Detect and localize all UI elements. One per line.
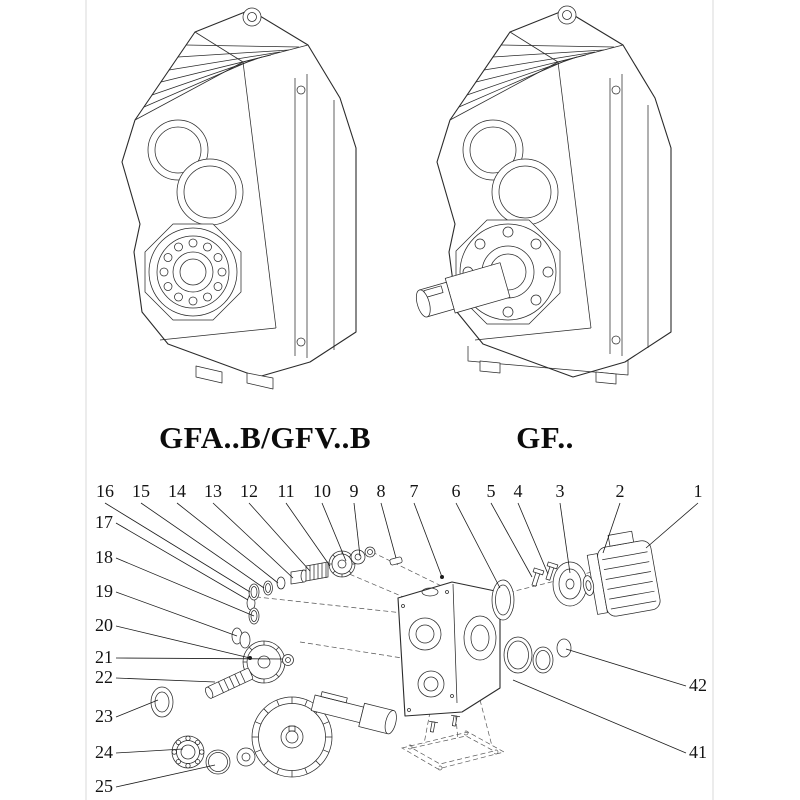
part-callout-15: 15 <box>132 481 150 501</box>
part-callout-2: 2 <box>616 481 625 501</box>
part-retaining-rings <box>503 636 572 674</box>
part-callout-6: 6 <box>452 481 461 501</box>
cooling-ribs <box>143 44 300 108</box>
model-label-gf: GF.. <box>516 420 574 455</box>
part-callout-22: 22 <box>95 667 113 687</box>
part-callouts: 16 15 14 13 12 11 10 9 8 7 6 5 4 3 2 1 1… <box>95 481 707 796</box>
part-callout-1: 1 <box>694 481 703 501</box>
part-callout-17: 17 <box>95 512 113 532</box>
part-callout-23: 23 <box>95 706 113 726</box>
part-callout-24: 24 <box>95 742 113 762</box>
part-washer-locknut-key <box>350 546 403 566</box>
leader-lines <box>104 502 699 788</box>
model-label-gfab: GFA..B/GFV..B <box>159 420 371 455</box>
part-callout-5: 5 <box>487 481 496 501</box>
part-pinion-shaft <box>305 561 329 582</box>
part-input-gear <box>328 550 356 578</box>
part-callout-14: 14 <box>168 481 186 501</box>
part-callout-12: 12 <box>240 481 258 501</box>
part-callout-8: 8 <box>377 481 386 501</box>
part-sleeve <box>290 569 308 585</box>
part-bottom-cover-plate <box>401 714 505 771</box>
part-callout-25: 25 <box>95 776 113 796</box>
part-gasket <box>491 579 515 621</box>
part-callout-9: 9 <box>350 481 359 501</box>
output-shaft <box>415 262 511 318</box>
part-callout-20: 20 <box>95 615 113 635</box>
part-callout-4: 4 <box>514 481 523 501</box>
bearing-boss <box>144 223 242 321</box>
part-input-motor <box>582 530 661 617</box>
part-callout-42: 42 <box>689 675 707 695</box>
part-callout-3: 3 <box>556 481 565 501</box>
part-housing <box>397 581 501 717</box>
cooling-ribs <box>458 44 615 108</box>
part-intermediate-shaft <box>205 668 254 699</box>
part-callout-7: 7 <box>410 481 419 501</box>
part-ball-bearing <box>171 735 205 769</box>
part-callout-41: 41 <box>689 742 707 762</box>
part-callout-10: 10 <box>313 481 331 501</box>
part-shim-rings <box>231 607 260 649</box>
gearbox-drawing-gfab <box>121 7 357 390</box>
part-callout-21: 21 <box>95 647 113 667</box>
part-cover-disc <box>552 561 588 607</box>
gearbox-drawing-gf <box>415 5 672 385</box>
part-callout-18: 18 <box>95 547 113 567</box>
part-callout-13: 13 <box>204 481 222 501</box>
part-input-seal-rings <box>246 576 286 611</box>
part-callout-16: 16 <box>96 481 114 501</box>
part-output-shaft <box>310 691 397 735</box>
part-callout-19: 19 <box>95 581 113 601</box>
part-snap-ring-washer <box>205 747 256 775</box>
part-output-gear <box>251 696 333 778</box>
part-callout-11: 11 <box>277 481 294 501</box>
exploded-parts-diagram <box>104 502 699 788</box>
part-oil-seal <box>150 686 174 718</box>
part-bolts <box>531 561 559 587</box>
